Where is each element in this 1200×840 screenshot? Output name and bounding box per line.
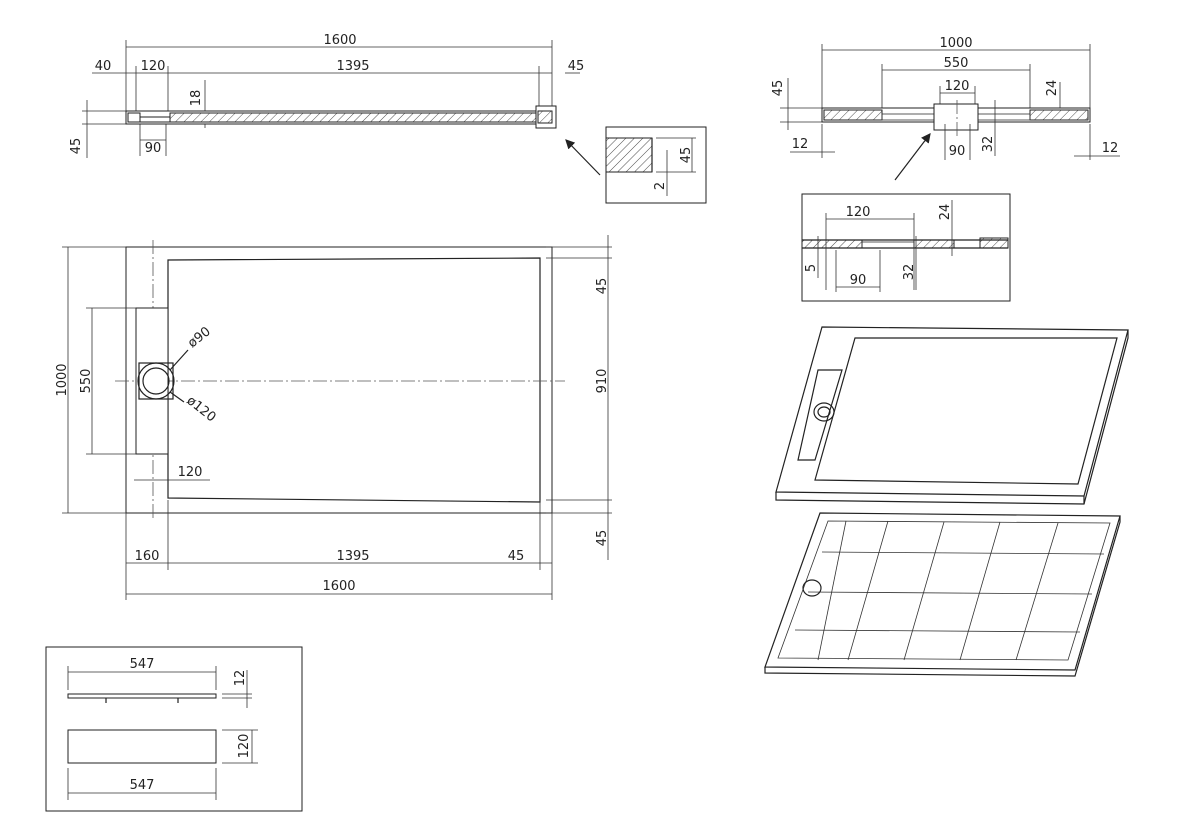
cover-width: 120: [237, 734, 252, 759]
long-section-view: 1600 40 120 1395 45 18 45 90: [69, 33, 601, 176]
plan-bottom-margin: 45: [595, 530, 610, 547]
dim-left-margin: 40: [95, 59, 112, 74]
dim-rim-height: 18: [189, 90, 204, 107]
dim-overall-length: 1600: [323, 33, 356, 48]
dim-drain-width: 120: [141, 59, 166, 74]
drain-detail-view: 120 24 5 90 32: [801, 193, 1011, 302]
detail-rim-height: 45: [679, 147, 694, 164]
plan-view: ø90 ø120 1000 550 45 910 45 120 160 1395…: [55, 235, 612, 600]
plan-main-span: 1395: [336, 549, 369, 564]
plan-channel-length: 550: [79, 369, 94, 394]
cover-length-bottom: 547: [130, 778, 155, 793]
dim-main-span: 1395: [336, 59, 369, 74]
cover-detail-view: 547 12 120 547: [45, 646, 303, 812]
short-drain-dia: 90: [949, 144, 966, 159]
detail-drain-dia: 90: [850, 273, 867, 288]
short-drop: 32: [981, 136, 996, 153]
plan-left-margin: 160: [135, 549, 160, 564]
short-height: 45: [771, 80, 786, 97]
short-channel: 550: [944, 56, 969, 71]
plan-inner-height: 910: [595, 369, 610, 394]
detail-drain-drop: 32: [902, 264, 917, 281]
short-drain-width: 120: [945, 79, 970, 94]
cover-length-top: 547: [130, 657, 155, 672]
plan-channel-width: 120: [178, 465, 203, 480]
short-right-edge: 12: [1102, 141, 1119, 156]
detail-drain-width: 120: [846, 205, 871, 220]
dim-right-margin: 45: [568, 59, 585, 74]
isometric-bottom-view: [764, 512, 1121, 677]
cover-thickness: 12: [233, 670, 248, 687]
short-left-edge: 12: [792, 137, 809, 152]
detail-rim-step: 2: [653, 182, 668, 190]
plan-right-margin: 45: [508, 549, 525, 564]
short-overall: 1000: [939, 36, 972, 51]
detail-drain-offset: 5: [804, 264, 819, 272]
isometric-top-view: [775, 326, 1129, 505]
dim-section-height: 45: [69, 138, 84, 155]
dim-drain-dia: 90: [145, 141, 162, 156]
rim-detail-view: 45 2: [605, 126, 707, 204]
plan-height: 1000: [55, 363, 70, 396]
plan-top-margin: 45: [595, 278, 610, 295]
plan-width: 1600: [322, 579, 355, 594]
short-depth: 24: [1045, 80, 1060, 97]
short-section-view: 1000 550 120 45 24 12 12 90 32: [771, 36, 1120, 181]
detail-drain-depth: 24: [938, 204, 953, 221]
